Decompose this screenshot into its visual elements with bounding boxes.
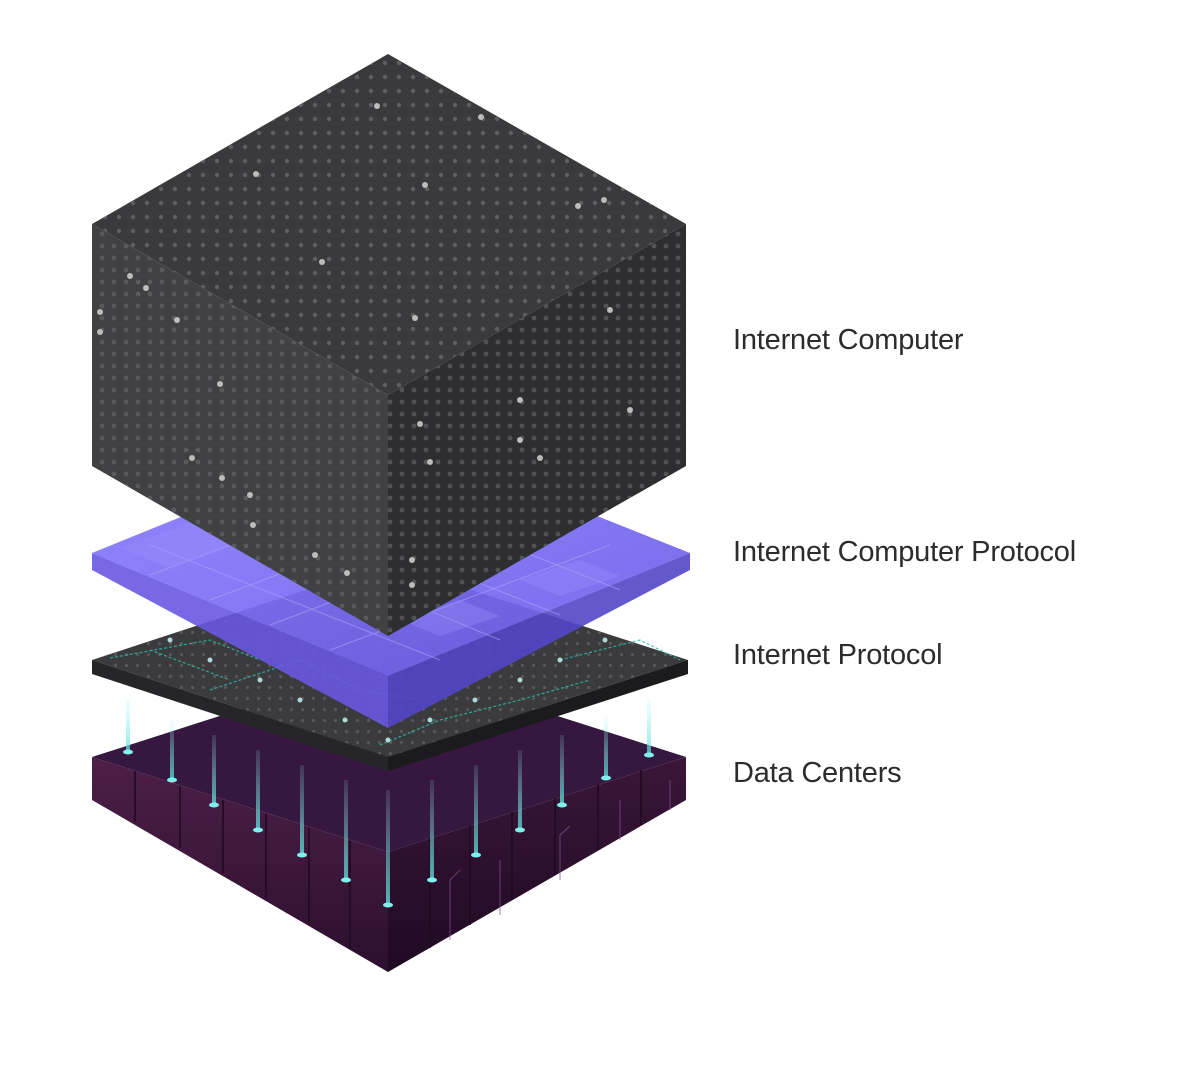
data-centers-right-side (388, 757, 686, 972)
internet-computer-label: Internet Computer (733, 324, 964, 356)
data-centers-label: Data Centers (733, 757, 902, 789)
internet-computer-protocol-label: Internet Computer Protocol (733, 536, 1076, 568)
connector-pillars (123, 700, 654, 908)
internet-computer-cube (92, 54, 686, 636)
internet-protocol-label: Internet Protocol (733, 639, 943, 671)
data-centers-left-side (92, 757, 388, 972)
